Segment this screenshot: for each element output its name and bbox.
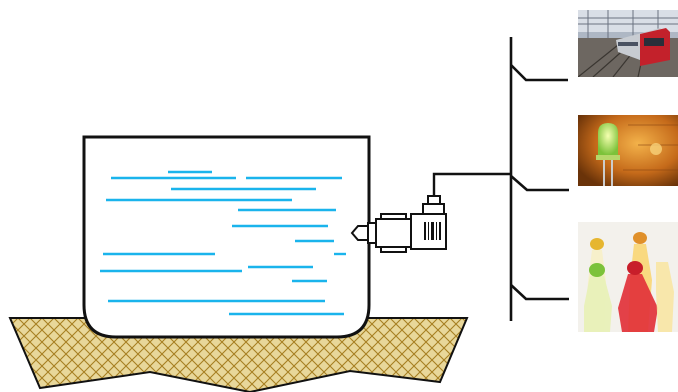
level-sensor (350, 195, 447, 253)
barcode-label (424, 222, 441, 240)
tank (82, 135, 371, 339)
distribution-bus (509, 37, 569, 321)
bottles-photo (578, 222, 678, 332)
sensor-cable (432, 172, 511, 196)
led-photo (578, 115, 678, 186)
train-photo (578, 10, 678, 77)
liquid-lines (100, 170, 346, 316)
